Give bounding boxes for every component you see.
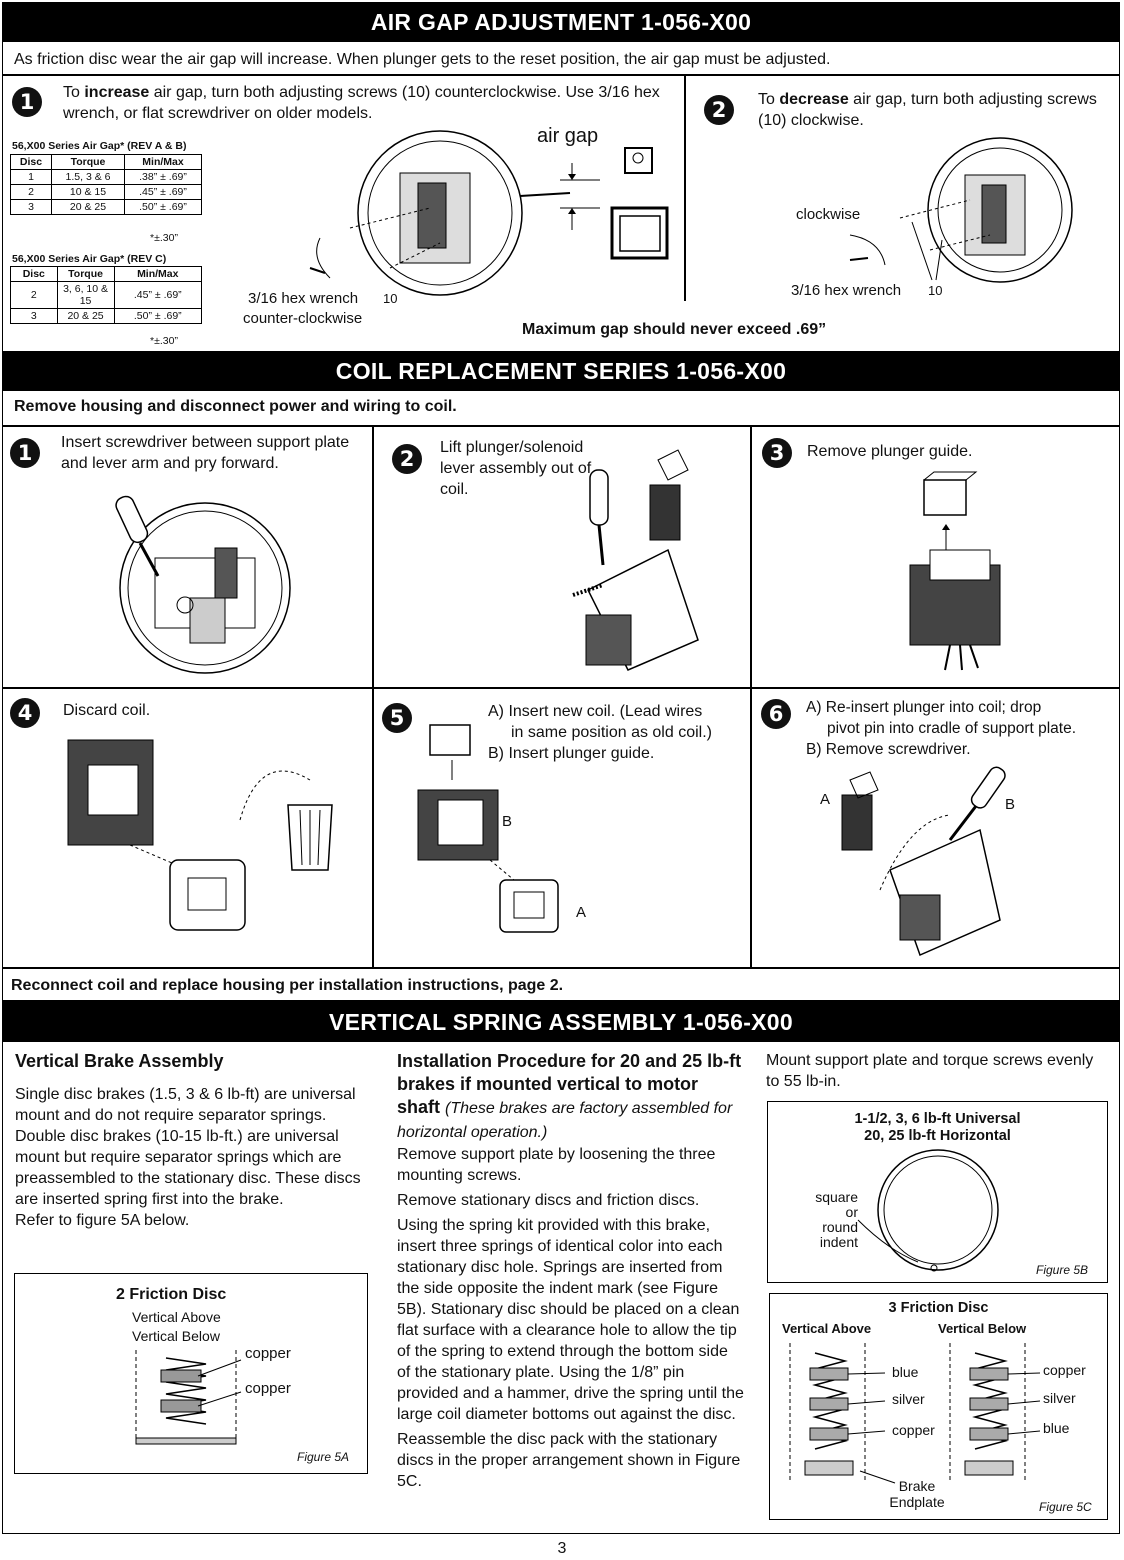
coil-step4-text: Discard coil. <box>63 702 151 719</box>
air-gap-step1-text: To increase air gap, turn both adjusting… <box>63 84 660 122</box>
fig5b-title-2: 20, 25 lb-ft Horizontal <box>864 1128 1011 1144</box>
brake-air-gap-illustration <box>309 130 669 296</box>
fig5a-copper-1: copper <box>245 1345 291 1362</box>
fig5c-endplate-label: Brake Endplate <box>889 1478 945 1510</box>
brake-clockwise-illustration <box>849 137 1073 283</box>
step-number: 2 <box>392 444 422 474</box>
screw-number-label: 10 <box>383 291 398 306</box>
max-gap-note: Maximum gap should never exceed .69” <box>522 321 827 338</box>
fig5c-right-head: Vertical Below <box>938 1321 1027 1336</box>
table2-note: *±.30” <box>150 335 178 347</box>
vertical-title: VERTICAL SPRING ASSEMBLY 1-056-X00 <box>2 1002 1120 1042</box>
fig5a-copper-2: copper <box>245 1380 291 1397</box>
step-number: 4 <box>10 698 40 728</box>
label-b: B <box>502 813 513 830</box>
coil-title: COIL REPLACEMENT SERIES 1-056-X00 <box>2 351 1120 391</box>
vertical-brake-heading: Vertical Brake Assembly <box>15 1051 224 1071</box>
fig5b-title-1: 1-1/2, 3, 6 lb-ft Universal <box>854 1111 1021 1127</box>
label-a: A <box>576 904 587 921</box>
divider <box>2 74 1120 76</box>
divider <box>2 967 1120 969</box>
mount-support-text: Mount support plate and torque screws ev… <box>766 1052 1094 1090</box>
reinsert-plunger-illustration <box>841 766 1006 957</box>
table1-title: 56,X00 Series Air Gap* (REV A & B) <box>12 140 187 152</box>
divider <box>372 426 374 968</box>
air-gap-label: air gap <box>537 125 599 147</box>
fig5a-sub2: Vertical Below <box>132 1328 220 1344</box>
fig5c-left-1: blue <box>892 1364 919 1380</box>
coil-step6-text: A) Re-insert plunger into coil; drop piv… <box>806 699 1077 758</box>
step-number: 1 <box>10 438 40 468</box>
divider <box>684 75 686 301</box>
divider <box>750 426 752 968</box>
hex-wrench-label-right: 3/16 hex wrench <box>791 282 902 299</box>
divider <box>2 1000 1120 1002</box>
page-number: 3 <box>557 1540 567 1557</box>
air-gap-intro: As friction disc wear the air gap will i… <box>14 51 831 68</box>
insert-coil-illustration <box>417 724 559 933</box>
fig5c-right-2: silver <box>1043 1390 1076 1406</box>
fig5c-caption: Figure 5C <box>1039 1500 1092 1514</box>
step-number: 6 <box>761 699 791 729</box>
air-gap-title: AIR GAP ADJUSTMENT 1-056-X00 <box>2 2 1120 42</box>
step-number: 3 <box>762 438 792 468</box>
stationary-disc-illustration <box>857 1149 999 1272</box>
hex-wrench-label: 3/16 hex wrench <box>248 290 359 307</box>
table2-title: 56,X00 Series Air Gap* (REV C) <box>12 253 167 265</box>
step-number: 5 <box>382 703 412 733</box>
figure-5b <box>767 1101 1108 1283</box>
fig5c-left-3: copper <box>892 1422 935 1438</box>
lever-assembly-illustration <box>572 449 699 671</box>
spring-stack-illustration <box>135 1350 242 1445</box>
fig5a-sub1: Vertical Above <box>132 1309 221 1325</box>
fig5c-right-1: copper <box>1043 1362 1086 1378</box>
plunger-guide-illustration <box>909 471 1001 671</box>
divider <box>2 425 1120 427</box>
label-b: B <box>1005 796 1016 813</box>
coil-step1-text: Insert screwdriver between support plate… <box>61 434 350 472</box>
coil-step2-text: Lift plunger/solenoid lever assembly out… <box>440 439 592 498</box>
fig5b-caption: Figure 5B <box>1036 1263 1089 1277</box>
step-number: 2 <box>704 95 734 125</box>
table1-note: *±.30” <box>150 232 178 244</box>
figure-5a <box>14 1273 368 1474</box>
fig5a-caption: Figure 5A <box>297 1450 350 1464</box>
air-gap-step2-text: To decrease air gap, turn both adjusting… <box>758 91 1097 129</box>
fig5c-title: 3 Friction Disc <box>888 1300 989 1316</box>
screw-number-label-right: 10 <box>928 283 943 298</box>
coil-step3-text: Remove plunger guide. <box>807 443 973 460</box>
fig5c-right-3: blue <box>1043 1420 1070 1436</box>
installation-procedure: Installation Procedure for 20 and 25 lb-… <box>397 1051 744 1490</box>
discard-coil-illustration <box>67 739 333 931</box>
coil-step5-text: A) Insert new coil. (Lead wires in same … <box>488 703 712 762</box>
fig5c-left-head: Vertical Above <box>782 1321 872 1336</box>
coil-intro: Remove housing and disconnect power and … <box>14 398 457 415</box>
coil-outro: Reconnect coil and replace housing per i… <box>11 977 564 994</box>
counter-clockwise-label: counter-clockwise <box>243 310 363 327</box>
three-disc-stack-illustration <box>789 1343 1041 1484</box>
step-number: 1 <box>12 87 42 117</box>
divider <box>2 687 1120 689</box>
label-a: A <box>820 791 831 808</box>
support-plate-illustration <box>115 495 291 674</box>
fig5c-left-2: silver <box>892 1391 925 1407</box>
vertical-brake-text: Single disc brakes (1.5, 3 & 6 lb-ft) ar… <box>15 1086 361 1229</box>
fig5b-label: square or round indent <box>815 1189 858 1250</box>
clockwise-label: clockwise <box>796 206 861 223</box>
fig5a-title: 2 Friction Disc <box>116 1286 227 1303</box>
figure-5c <box>769 1293 1108 1520</box>
